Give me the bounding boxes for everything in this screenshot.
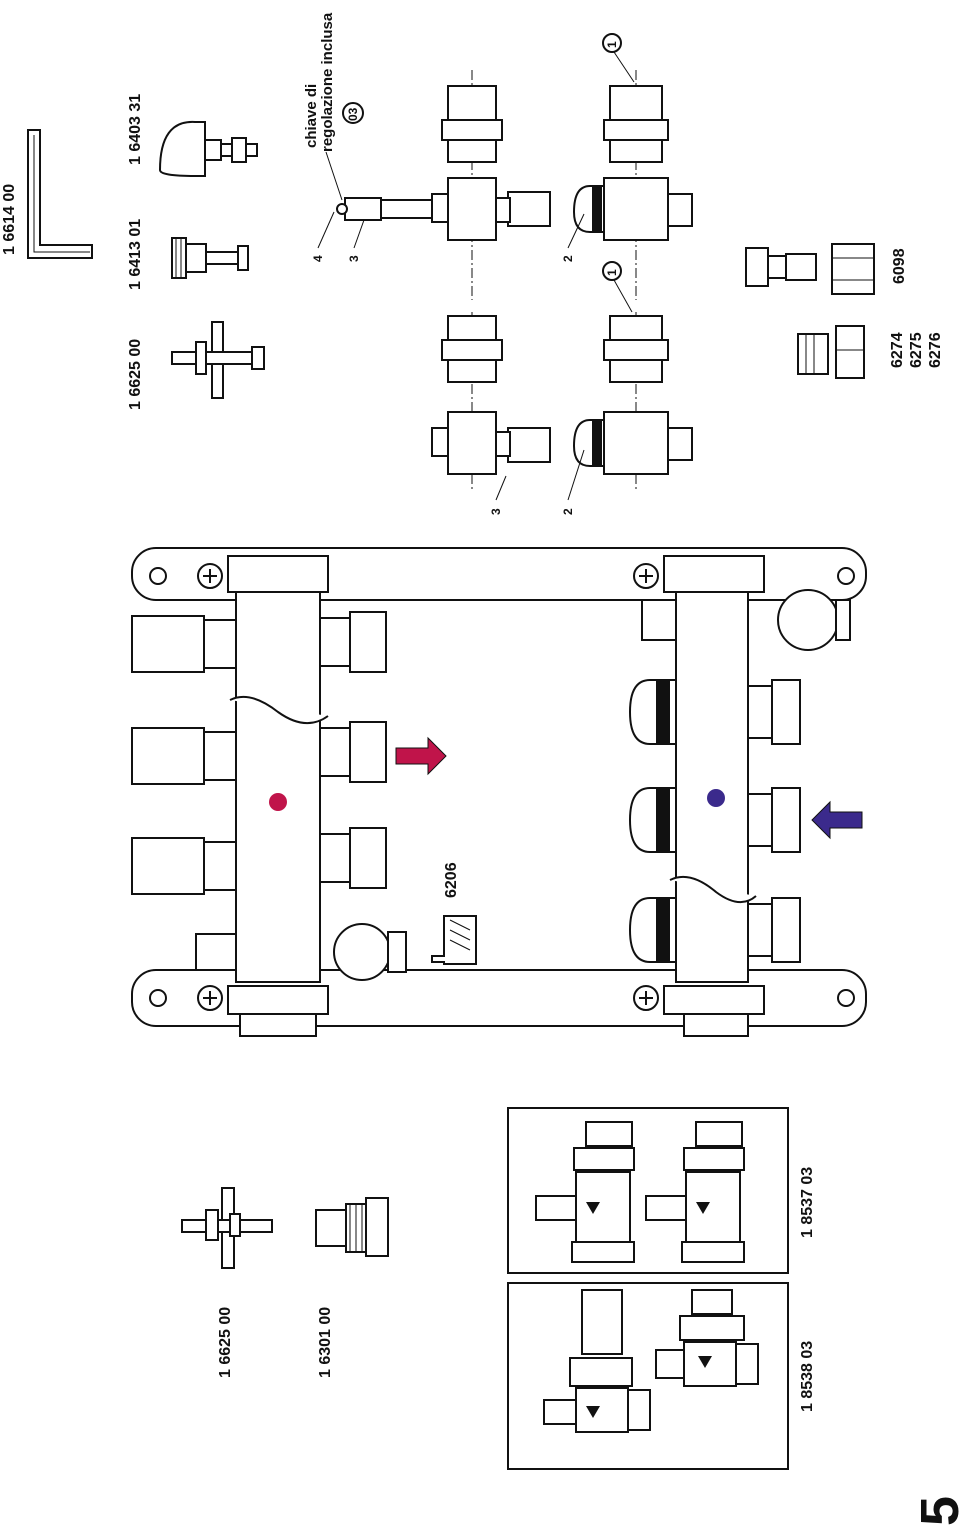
page-number: 5: [910, 1496, 960, 1526]
note-line-2: regolazione inclusa: [319, 12, 336, 152]
return-outlets: [747, 589, 851, 963]
adapter-code-6274: 6274: [889, 332, 906, 368]
adapter-6098-drawing: [745, 243, 875, 295]
supply-valves: [319, 611, 407, 981]
screw-icon: [197, 563, 659, 1011]
callout-2-top: 2: [561, 255, 575, 262]
exploded-cap-right: [572, 70, 693, 300]
adapter-code-6275: 6275: [908, 332, 925, 368]
cross-key-code-bottom: 1 6625 00: [217, 1307, 234, 1378]
straight-valve-box: [507, 1107, 789, 1274]
straight-valve-drawing: [535, 1121, 745, 1263]
adapter-1-6301-drawing: [315, 1197, 389, 1257]
cross-key-code-top: 1 6625 00: [127, 339, 144, 410]
adapter-6274-drawing: [797, 325, 865, 379]
adapter-6098-code: 6098: [891, 248, 908, 284]
callout-1-top: 1: [605, 41, 619, 48]
supply-arrow-icon: [395, 736, 447, 776]
exploded-valve-insert-right: [336, 70, 551, 300]
manifold-code: 6206: [443, 862, 460, 898]
exploded-valve-insert-left: [431, 312, 551, 490]
vent-plug-code: 1 6413 01: [127, 219, 144, 290]
exploded-cap-left: [572, 312, 693, 490]
callout-4: 4: [311, 255, 325, 262]
note-line-1: chiave di: [303, 84, 320, 148]
supply-bar: [235, 591, 321, 983]
straight-valve-code: 1 8537 03: [799, 1167, 816, 1238]
vent-cap-code: 1 6403 31: [127, 94, 144, 165]
adapter-code-1-6301: 1 6301 00: [317, 1307, 334, 1378]
vent-cap-drawing: [158, 120, 258, 177]
return-dot: [707, 789, 725, 807]
manifold-assembly: [131, 547, 867, 1037]
adapter-code-6276: 6276: [927, 332, 944, 368]
callout-3-top: 3: [347, 255, 361, 262]
callout-circle-03-label: 03: [346, 107, 360, 121]
callout-circle-03: [342, 102, 364, 124]
return-bar: [675, 591, 749, 983]
callout-1-bottom: 1: [605, 269, 619, 276]
supply-dot: [269, 793, 287, 811]
angle-valve-box: [507, 1282, 789, 1470]
cross-key-drawing-bottom: [181, 1187, 273, 1269]
hex-key-drawing: [27, 129, 93, 259]
return-arrow-icon: [811, 800, 863, 840]
angle-valve-drawing: [543, 1289, 759, 1433]
cross-key-drawing-top: [171, 321, 265, 399]
callout-2-bottom: 2: [561, 508, 575, 515]
hex-key-code: 1 6614 00: [1, 184, 18, 255]
note-leader-line: [325, 151, 343, 201]
supply-outlets: [131, 615, 237, 971]
vent-plug-drawing: [171, 237, 249, 279]
return-caps: [628, 599, 677, 963]
angle-valve-code: 1 8538 03: [799, 1341, 816, 1412]
callout-3-bottom: 3: [489, 508, 503, 515]
